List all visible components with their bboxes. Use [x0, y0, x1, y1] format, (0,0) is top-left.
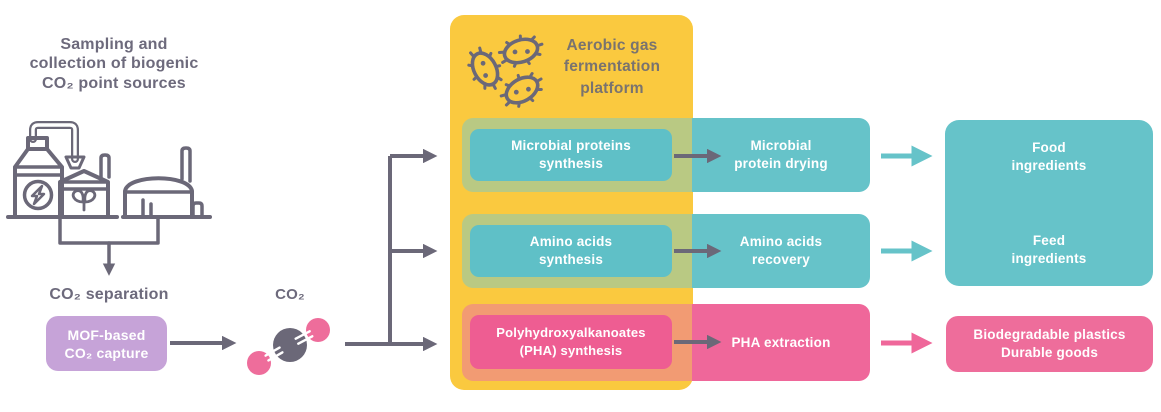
- source-title: Sampling and collection of biogenic CO₂ …: [29, 35, 199, 92]
- microbial-proteins-synthesis-box: Microbial proteins synthesis: [470, 129, 672, 181]
- pha-extraction-label: PHA extraction: [731, 334, 831, 350]
- double-bonds: [264, 330, 314, 362]
- amino-acids-synthesis-box: Amino acids synthesis: [470, 225, 672, 277]
- lightning-bolt-icon: [30, 184, 46, 206]
- food-ingredients-label: Food ingredients: [1011, 140, 1087, 173]
- pha-synthesis-box: Polyhydroxyalkanoates (PHA) synthesis: [470, 315, 672, 369]
- carbon-atom: [273, 328, 307, 362]
- co2-molecule-icon: [247, 318, 330, 375]
- plastics-goods-box: Biodegradable plastics Durable goods: [946, 316, 1153, 372]
- mof-capture-box: MOF-based CO₂ capture: [46, 316, 167, 371]
- energy-circle-icon: [22, 179, 54, 211]
- oxygen-atom: [247, 351, 271, 375]
- co2-separation-label: CO₂ separation: [49, 286, 169, 303]
- feed-ingredients-label: Feed ingredients: [1011, 233, 1087, 266]
- food-feed-ingredients-box: [945, 120, 1153, 286]
- amino-acids-recovery-label: Amino acids recovery: [739, 234, 823, 267]
- factory-biogas-plants-icon: [6, 121, 212, 276]
- leaf-icon: [71, 189, 97, 212]
- platform-title: Aerobic gas fermentation platform: [563, 36, 661, 97]
- dome-chimney-icon: [180, 146, 192, 183]
- co2-label: CO₂: [275, 285, 305, 303]
- biogas-dome-icon: [123, 176, 194, 217]
- microbial-protein-drying-label: Microbial protein drying: [734, 138, 828, 171]
